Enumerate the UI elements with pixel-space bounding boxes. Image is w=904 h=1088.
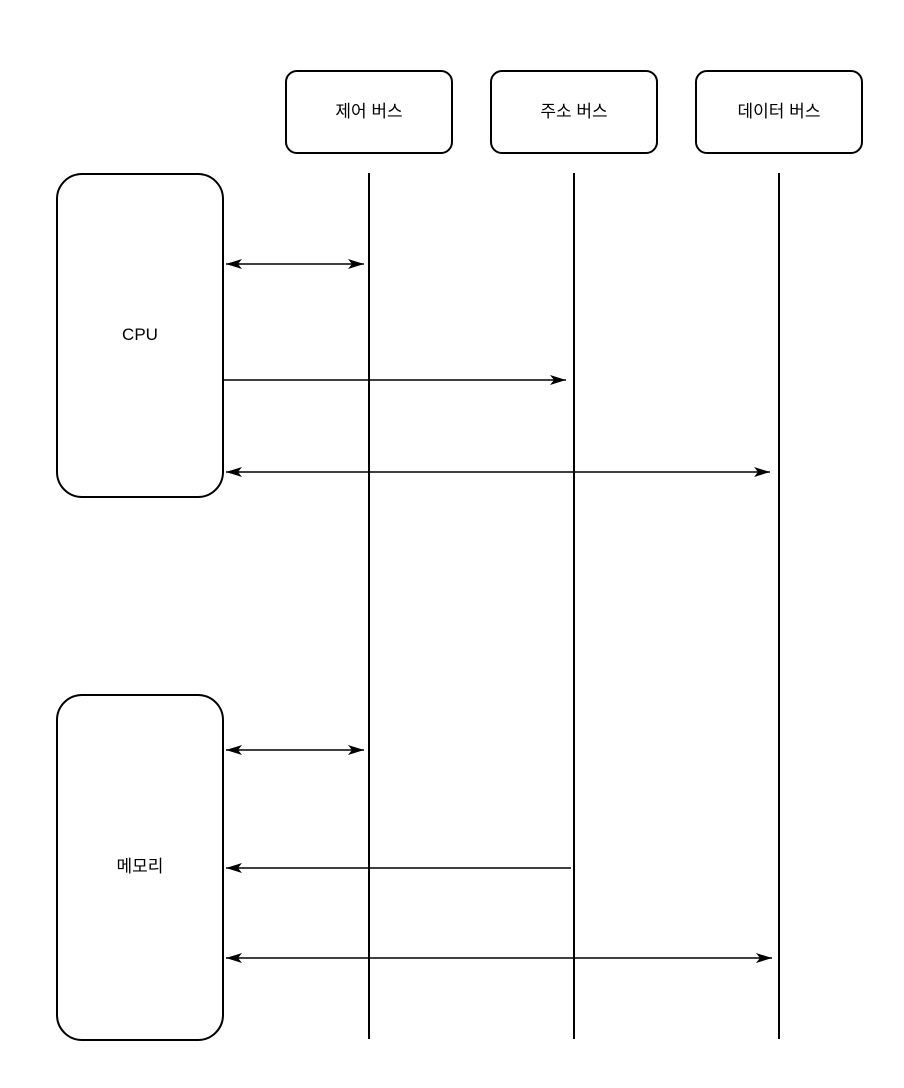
node-data-bus: 데이터 버스 — [695, 70, 863, 154]
node-control-bus-label: 제어 버스 — [335, 101, 403, 121]
node-address-bus-label: 주소 버스 — [540, 101, 608, 121]
node-control-bus: 제어 버스 — [285, 70, 453, 154]
node-address-bus: 주소 버스 — [490, 70, 658, 154]
node-memory: 메모리 — [56, 694, 224, 1041]
node-data-bus-label: 데이터 버스 — [737, 101, 821, 121]
node-cpu: CPU — [56, 173, 224, 498]
node-cpu-label: CPU — [122, 325, 158, 345]
node-memory-label: 메모리 — [116, 857, 164, 877]
